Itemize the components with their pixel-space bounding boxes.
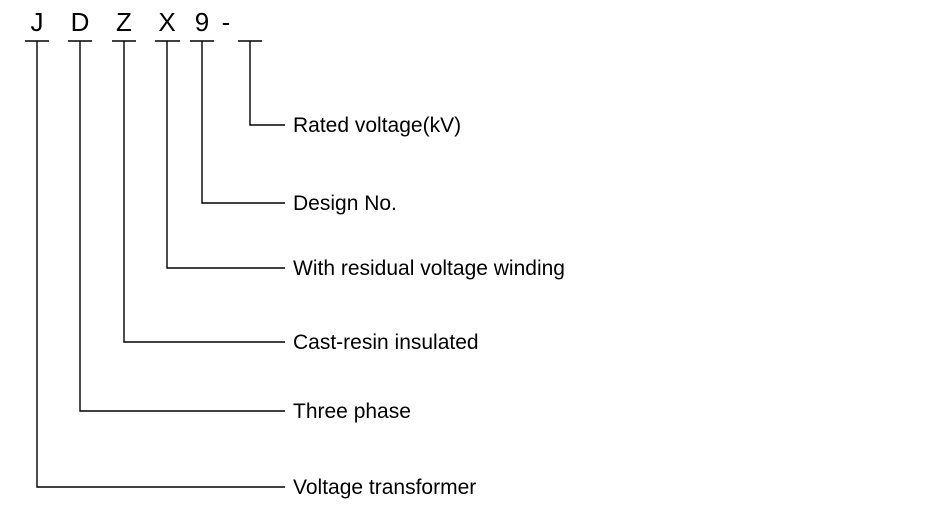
code-letter-x: X [158,7,175,37]
code-letter-z: Z [116,7,132,37]
label-voltage-transformer: Voltage transformer [293,476,476,499]
code-digit-9: 9 [195,7,209,37]
leader-three-phase [79,41,285,412]
label-three-phase: Three phase [293,400,411,423]
code-hyphen: - [222,7,231,37]
label-cast-resin: Cast-resin insulated [293,331,479,354]
label-design-no: Design No. [293,192,397,215]
label-rated-voltage: Rated voltage(kV) [293,114,461,137]
leader-design-no [201,41,285,204]
leader-cast-resin [123,41,285,343]
leader-voltage-transformer [36,41,285,488]
label-residual-winding: With residual voltage winding [293,257,565,280]
code-letter-d: D [71,7,90,37]
leader-rated-voltage [249,41,285,126]
code-letter-j: J [31,7,44,37]
leader-residual-winding [166,41,285,269]
